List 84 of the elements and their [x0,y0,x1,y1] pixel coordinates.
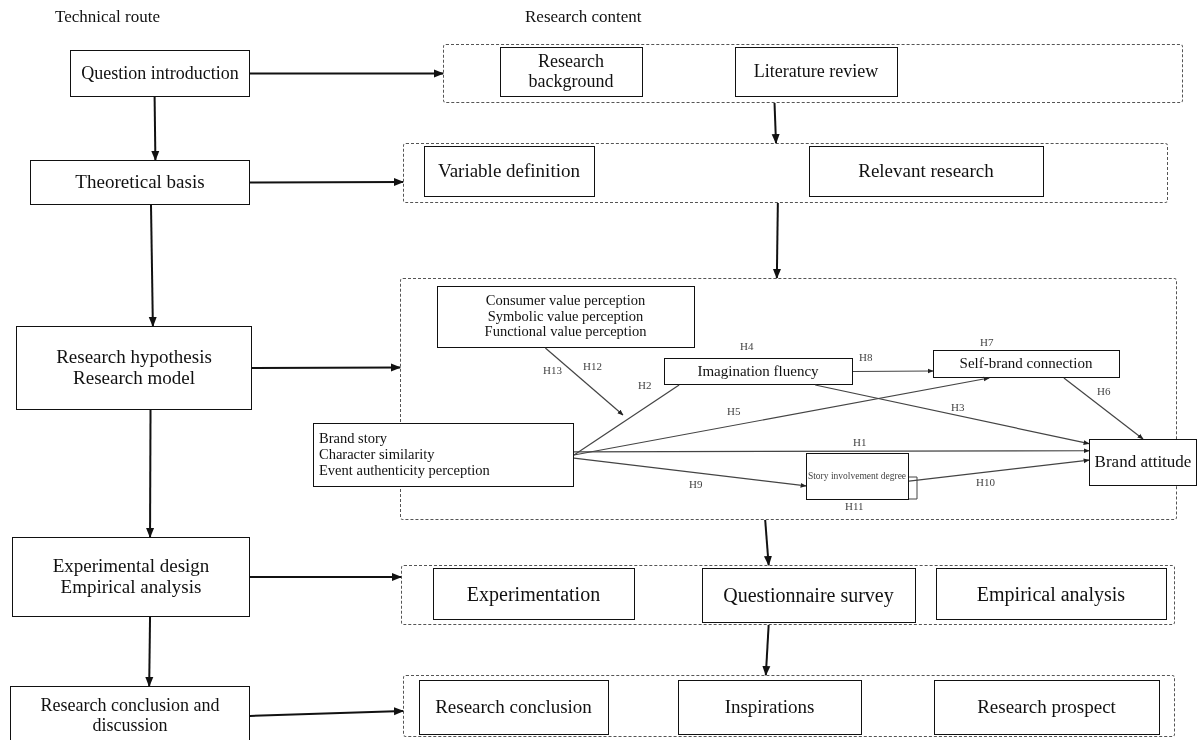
arrow [852,368,934,374]
arrow [573,448,1090,454]
variable-box [313,423,574,487]
content-box [935,567,1167,620]
node-label: Research model [73,368,195,389]
node-label: Variable definition [438,160,580,182]
leader-arrow [544,347,624,416]
node-label: Relevant research [858,160,994,182]
edge-label: H2 [637,380,653,391]
arrow [908,458,1090,482]
node-label: Literature review [753,61,879,82]
arrow [771,102,780,144]
content-box [432,567,635,620]
node-label: Experimentation [466,582,601,605]
node-label: Empirical analysis [60,577,202,598]
content-box [734,46,898,97]
node-label: Research prospect [977,696,1116,718]
arrow [249,707,404,717]
content-box [418,679,609,735]
arrow [763,519,772,566]
variable-box [1089,439,1197,486]
hypothesis-label: H13 [543,365,562,376]
process-box [10,686,250,740]
node-label: Question introduction [81,63,239,84]
arrow [251,363,401,372]
group-frame [403,675,1175,737]
arrow [573,376,990,456]
node-label: Theoretical basis [75,172,205,193]
variable-box [932,349,1120,378]
arrow [249,573,402,581]
arrow [249,178,404,187]
node-label: Brand attitude [1094,453,1192,472]
node-label: Imagination fluency [697,362,819,380]
arrow [762,624,771,676]
column-heading: Technical route [55,7,160,27]
node-label: Brand story [319,431,388,448]
group-frame [403,143,1168,203]
process-box [70,50,250,97]
arrow [151,96,160,161]
node-label: Event authenticity perception [319,462,490,479]
content-box [808,145,1044,197]
arrow [145,616,154,687]
edge-label: H3 [950,402,966,413]
node-label: Consumer value perception [485,292,646,309]
arrow [249,69,444,78]
edge-label: H8 [858,352,874,363]
node-label: Research conclusion and discussion [39,696,221,736]
node-label: Character similarity [319,447,435,463]
node-label: Functional value perception [484,324,647,341]
process-box [16,326,252,410]
arrow [148,204,157,327]
group-frame [443,44,1183,103]
edge-label: H10 [975,477,996,488]
arrow [573,457,807,488]
column-heading: Research content [525,7,642,27]
edge-label: H9 [688,479,704,490]
content-box [499,46,643,97]
node-label: Inspirations [724,696,815,718]
variable-box [663,357,853,385]
edge-label: H1 [852,437,868,448]
process-box [30,160,250,205]
node-label: Story involvement degree [807,470,907,482]
node-label: Experimental design [52,556,210,577]
variable-box [805,452,909,500]
node-label: Questionnaire survey [723,584,894,606]
node-label: Research hypothesis [56,347,212,368]
group-frame [401,565,1175,625]
content-box [677,679,862,735]
node-label: Symbolic value perception [487,308,644,325]
content-box [933,679,1160,735]
content-box [423,145,595,197]
node-label: Research background [527,51,615,92]
edge-label: H6 [1096,386,1112,397]
node-label: Research conclusion [435,696,592,718]
arrow [772,202,781,279]
node-label: Self-brand connection [959,355,1093,372]
edge-label: H5 [726,406,742,417]
arrow [146,409,155,538]
arrow [1063,377,1144,440]
node-label: Empirical analysis [976,582,1126,605]
content-box [701,567,916,623]
edge-label: H12 [582,361,603,372]
process-box [12,537,250,617]
variable-box [436,285,695,348]
